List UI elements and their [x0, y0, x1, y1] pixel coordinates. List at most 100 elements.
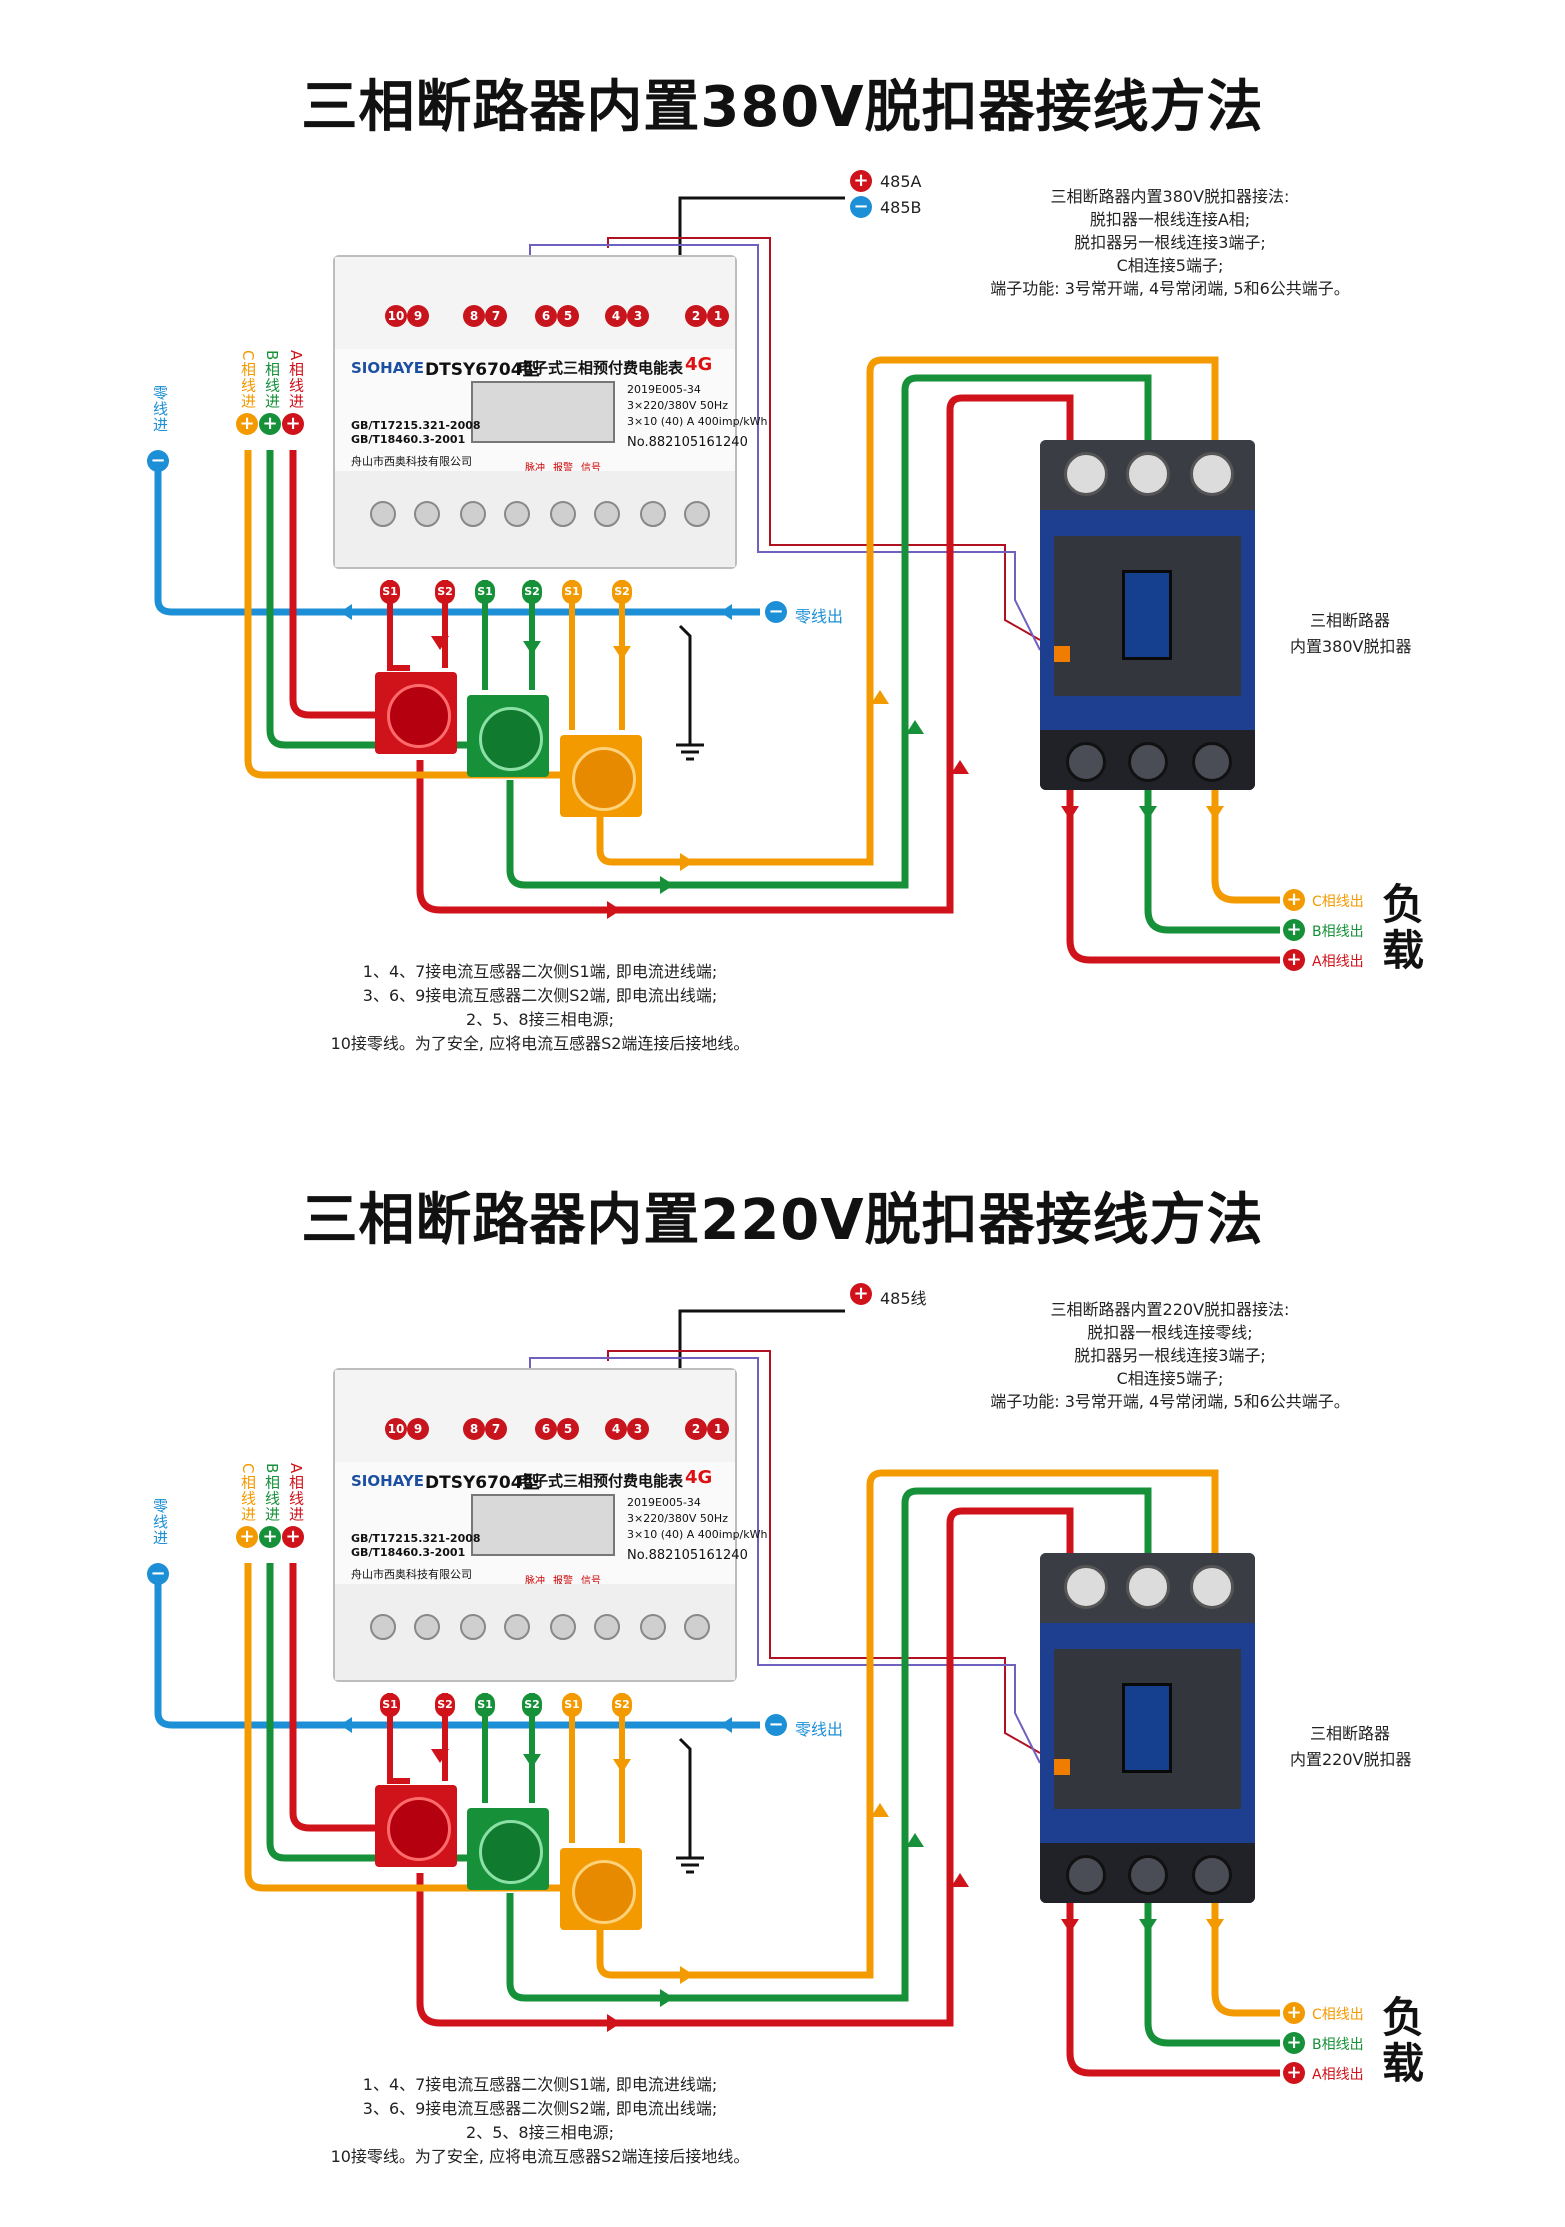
meter-terminal-2: 2: [685, 305, 707, 327]
phase-b-in: [266, 450, 470, 749]
plus-icon: +: [236, 413, 258, 435]
note-line: 端子功能: 3号常开端, 4号常闭端, 5和6公共端子。: [990, 279, 1350, 298]
meter-terminal-1: 1: [707, 305, 729, 327]
phase-a-in: [289, 1563, 380, 1832]
terminal-screw: [414, 501, 440, 527]
load-label: 负载: [1382, 880, 1425, 975]
sensor-terminal-s1: S1: [380, 580, 400, 604]
note-line: 端子功能: 3号常开端, 4号常闭端, 5和6公共端子。: [990, 1392, 1350, 1411]
control-wire-5: [529, 244, 1041, 651]
plus-icon: +: [1283, 2032, 1305, 2054]
terminal-screw: [370, 501, 396, 527]
breaker-terminal: [1190, 1565, 1234, 1609]
breaker-terminal: [1126, 452, 1170, 496]
plus-icon: +: [282, 1526, 304, 1548]
control-wire-5: [529, 1357, 1041, 1764]
indicator-pulse: 脉冲: [525, 1576, 545, 1587]
meter-terminal-5: 5: [557, 1418, 579, 1440]
meter-terminal-10: 10: [385, 305, 407, 327]
meter-terminal-9: 9: [407, 1418, 429, 1440]
phase-a-out: [1066, 1903, 1280, 2077]
meter-model: DTSY6704型: [425, 360, 540, 380]
terminal-screw: [594, 501, 620, 527]
breaker-terminal: [1064, 452, 1108, 496]
phase-b-in-label: B相线进: [263, 1463, 281, 1523]
note-line: 3、6、9接电流互感器二次侧S2端, 即电流出线端;: [362, 986, 718, 1005]
note-line: 三相断路器内置220V脱扣器接法:: [1050, 1300, 1290, 1319]
comm-label-a: 485A: [880, 172, 922, 191]
page-title: 三相断路器内置220V脱扣器接线方法: [301, 1188, 1264, 1253]
plus-icon: +: [1283, 949, 1305, 971]
plus-icon: +: [850, 1283, 872, 1305]
phase-c-in: [244, 1563, 560, 1892]
phase-a-in-label: A相线进: [287, 1463, 305, 1523]
meter-terminal-6: 6: [535, 1418, 557, 1440]
meter-voltage: 3×220/380V 50Hz: [627, 399, 728, 412]
minus-icon: −: [765, 1714, 787, 1736]
terminal-screw: [550, 1614, 576, 1640]
meter-face: SIOHAYE DTSY6704型 电子式三相预付费电能表 4G 2019E00…: [335, 349, 767, 474]
current-transformer-a: [375, 1785, 457, 1867]
minus-icon: −: [850, 196, 872, 218]
neutral-in-label: 零线进: [151, 385, 169, 433]
phase-c-in-label: C相线进: [239, 1463, 257, 1523]
ground-icon: [676, 743, 704, 761]
minus-icon: −: [147, 450, 169, 472]
comm-label-b: 485B: [880, 198, 922, 217]
meter-company: 舟山市西奥科技有限公司: [351, 1568, 472, 1581]
comm-wire: [678, 1309, 845, 1385]
phase-c-out-label: C相线出: [1312, 2007, 1364, 2023]
note-line: 脱扣器另一根线连接3端子;: [1074, 1346, 1266, 1365]
phase-b-in-label: B相线进: [263, 350, 281, 410]
plus-icon: +: [259, 413, 281, 435]
meter-screw-block: [335, 471, 735, 567]
wiring-note: 三相断路器内置220V脱扣器接法:脱扣器一根线连接零线;脱扣器另一根线连接3端子…: [950, 1298, 1390, 1413]
note-line: 三相断路器内置380V脱扣器接法:: [1050, 187, 1290, 206]
breaker-terminal: [1066, 1855, 1106, 1895]
sensor-terminal-s1: S1: [475, 580, 495, 604]
indicator-alarm: 报警: [553, 463, 573, 474]
wiring-note: 三相断路器内置380V脱扣器接法:脱扣器一根线连接A相;脱扣器另一根线连接3端子…: [950, 185, 1390, 300]
meter-std-2: GB/T18460.3-2001: [351, 433, 466, 446]
indicator-pulse: 脉冲: [525, 463, 545, 474]
terminal-screw: [640, 501, 666, 527]
note-line: C相连接5端子;: [1116, 1369, 1224, 1388]
plus-icon: +: [259, 1526, 281, 1548]
comm-wire: [678, 196, 845, 272]
meter-terminal-4: 4: [605, 1418, 627, 1440]
meter-brand: SIOHAYE: [351, 1472, 424, 1490]
note-line: 1、4、7接电流互感器二次侧S1端, 即电流进线端;: [362, 962, 718, 981]
page-title: 三相断路器内置380V脱扣器接线方法: [301, 75, 1264, 140]
plus-icon: +: [850, 170, 872, 192]
network-badge: 4G: [685, 1467, 713, 1488]
terminal-notes: 1、4、7接电流互感器二次侧S1端, 即电流进线端; 3、6、9接电流互感器二次侧…: [280, 960, 800, 1056]
meter-terminal-9: 9: [407, 305, 429, 327]
current-transformer-a: [375, 672, 457, 754]
sensor-terminal-s1: S1: [380, 1693, 400, 1717]
plus-icon: +: [236, 1526, 258, 1548]
network-badge: 4G: [685, 354, 713, 375]
terminal-screw: [460, 1614, 486, 1640]
terminal-screw: [370, 1614, 396, 1640]
phase-b-out: [1144, 790, 1280, 934]
phase-b-out-label: B相线出: [1312, 2037, 1364, 2053]
panel-220v: 三相断路器内置220V脱扣器接线方法 三相断路器内置220V脱扣器接法:脱扣器一…: [0, 1113, 1565, 2226]
terminal-screw: [414, 1614, 440, 1640]
note-line: C相连接5端子;: [1116, 256, 1224, 275]
sensor-terminal-s1: S1: [475, 1693, 495, 1717]
terminal-screw: [684, 1614, 710, 1640]
meter-current: 3×10 (40) A 400imp/kWh: [627, 1528, 768, 1541]
phase-b-out-label: B相线出: [1312, 924, 1364, 940]
meter-cert: 2019E005-34: [627, 1496, 701, 1509]
terminal-screw: [684, 501, 710, 527]
breaker-terminal: [1128, 1855, 1168, 1895]
phase-a-s1: [387, 1693, 410, 1784]
note-line: 2、5、8接三相电源;: [466, 1010, 614, 1029]
meter-serial: No.882105161240: [627, 1548, 748, 1563]
meter-face: SIOHAYE DTSY6704型 电子式三相预付费电能表 4G 2019E00…: [335, 1462, 767, 1587]
terminal-screw: [640, 1614, 666, 1640]
breaker-terminal: [1128, 742, 1168, 782]
meter-name: 电子式三相预付费电能表: [518, 359, 684, 377]
